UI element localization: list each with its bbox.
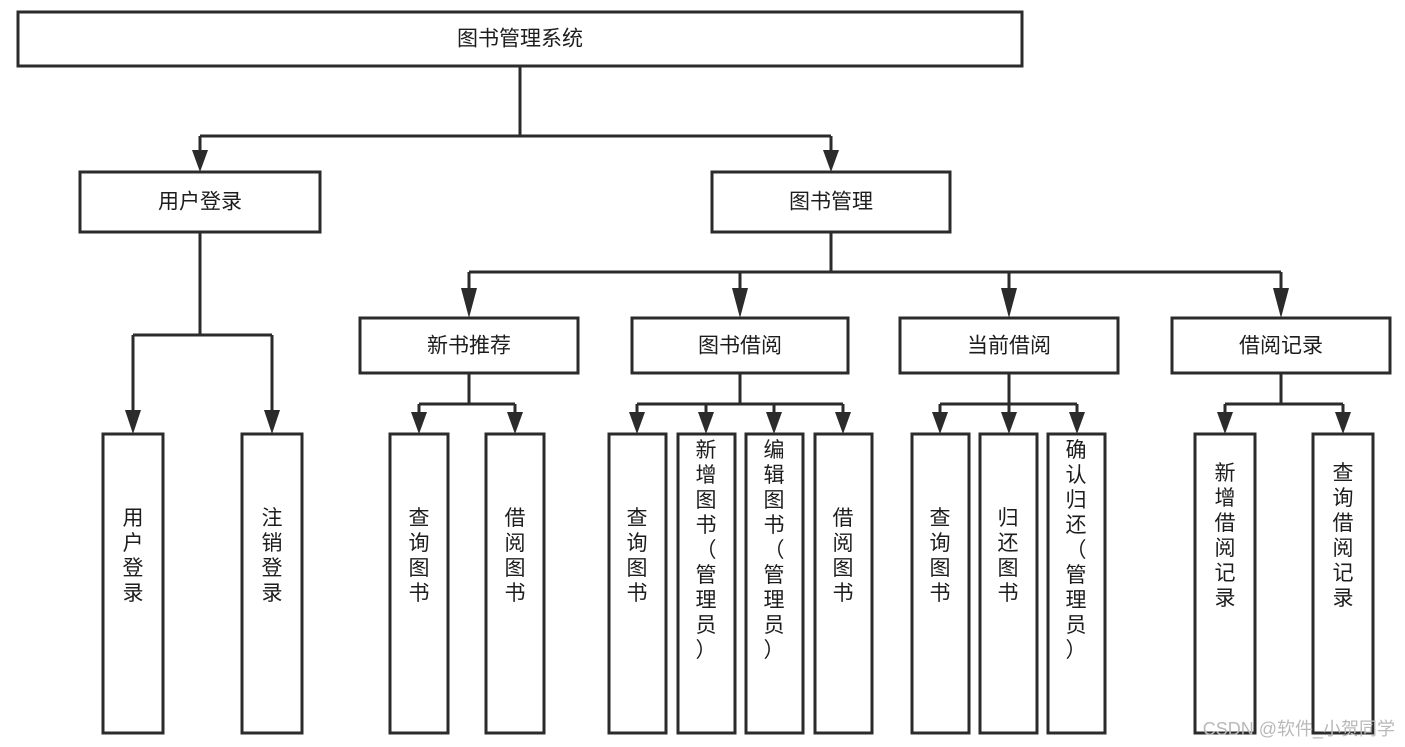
node-l-cb-return[interactable]: 归还图书 [978,432,1039,735]
node-l-br-add[interactable]: 新增借阅记录 [1193,432,1257,735]
node-book-manage[interactable]: 图书管理 [710,170,952,234]
arrow-head-l-cb-query [932,412,948,434]
node-l-bb-borrow-label: 借阅图书 [833,507,854,605]
node-root-label: 图书管理系统 [457,28,583,51]
node-leaf-user-logout-label: 注销登录 [262,507,283,605]
node-l-cb-confirm-label: 确认归还（管理员） [1066,439,1087,662]
node-user-login-label: 用户登录 [158,191,242,214]
node-l-bb-query-box[interactable] [607,432,668,735]
node-l-br-add-box[interactable] [1193,432,1257,735]
node-leaf-user-logout-box[interactable] [240,432,304,735]
node-book-borrow-label: 图书借阅 [698,335,782,358]
arrow-head-l-bb-borrow [835,412,851,434]
node-l-nbr-borrow-label: 借阅图书 [505,507,526,605]
arrow-head-book-manage [823,150,839,172]
node-l-bb-edit-label: 编辑图书（管理员） [764,439,785,662]
node-book-borrow[interactable]: 图书借阅 [630,316,850,375]
node-new-book-rec-label: 新书推荐 [427,335,511,358]
node-l-br-add-label: 新增借阅记录 [1215,462,1236,610]
arrow-head-l-bb-add [698,412,714,434]
arrow-head-leaf-user-logout [264,410,280,434]
arrow-head-l-br-add [1217,412,1233,434]
arrow-head-l-cb-return [1001,412,1017,434]
node-l-bb-query[interactable]: 查询图书 [607,432,668,735]
node-book-manage-label: 图书管理 [789,191,873,214]
node-current-borrow-label: 当前借阅 [967,335,1051,358]
node-leaf-user-login-box[interactable] [101,432,165,735]
node-l-bb-edit-box[interactable] [744,432,805,735]
node-leaf-user-logout[interactable]: 注销登录 [240,432,304,735]
node-current-borrow[interactable]: 当前借阅 [898,316,1120,375]
arrow-head-l-br-query [1335,412,1351,434]
node-l-nbr-query-label: 查询图书 [409,507,430,605]
node-l-cb-query-label: 查询图书 [930,507,951,605]
arrow-head-user-login [192,150,208,172]
node-l-bb-borrow-box[interactable] [813,432,874,735]
node-leaf-user-login-label: 用户登录 [123,507,144,605]
node-new-book-rec[interactable]: 新书推荐 [358,316,580,375]
node-user-login-box[interactable] [78,170,322,234]
node-l-cb-query-box[interactable] [910,432,971,735]
node-l-cb-return-box[interactable] [978,432,1039,735]
node-borrow-record-label: 借阅记录 [1239,335,1323,358]
node-l-nbr-query[interactable]: 查询图书 [388,432,450,735]
node-l-bb-add[interactable]: 新增图书（管理员） [676,432,737,735]
node-l-bb-borrow[interactable]: 借阅图书 [813,432,874,735]
node-current-borrow-box[interactable] [898,316,1120,375]
node-l-bb-add-label: 新增图书（管理员） [696,439,717,662]
node-l-bb-query-label: 查询图书 [627,507,648,605]
arrow-head-l-nbr-query [411,412,427,434]
arrow-head-l-nbr-borrow [507,412,523,434]
node-l-nbr-borrow[interactable]: 借阅图书 [484,432,546,735]
arrow-head-l-cb-confirm [1069,412,1085,434]
node-l-br-query-label: 查询借阅记录 [1333,462,1354,610]
node-new-book-rec-box[interactable] [358,316,580,375]
node-borrow-record[interactable]: 借阅记录 [1170,316,1392,375]
node-l-br-query-box[interactable] [1311,432,1375,735]
node-l-nbr-borrow-box[interactable] [484,432,546,735]
node-l-bb-edit[interactable]: 编辑图书（管理员） [744,432,805,735]
node-l-cb-return-label: 归还图书 [998,507,1019,605]
node-user-login[interactable]: 用户登录 [78,170,322,234]
csdn-watermark: CSDN @软件_小贺同学 [1203,719,1395,740]
arrow-head-book-borrow [732,288,748,318]
arrow-head-l-bb-query [629,412,645,434]
node-l-cb-confirm-box[interactable] [1046,432,1107,735]
arrow-head-l-bb-edit [766,412,782,434]
arrow-head-leaf-user-login [125,410,141,434]
node-root[interactable]: 图书管理系统 [16,10,1024,68]
arrow-head-borrow-record [1273,288,1289,318]
node-borrow-record-box[interactable] [1170,316,1392,375]
node-l-cb-query[interactable]: 查询图书 [910,432,971,735]
node-l-nbr-query-box[interactable] [388,432,450,735]
arrow-head-new-book-rec [461,288,477,318]
node-l-br-query[interactable]: 查询借阅记录 [1311,432,1375,735]
node-root-box[interactable] [16,10,1024,68]
node-leaf-user-login[interactable]: 用户登录 [101,432,165,735]
node-book-borrow-box[interactable] [630,316,850,375]
node-l-bb-add-box[interactable] [676,432,737,735]
node-l-cb-confirm[interactable]: 确认归还（管理员） [1046,432,1107,735]
node-book-manage-box[interactable] [710,170,952,234]
arrow-head-current-borrow [1001,288,1017,318]
connector-layer [125,66,1351,434]
